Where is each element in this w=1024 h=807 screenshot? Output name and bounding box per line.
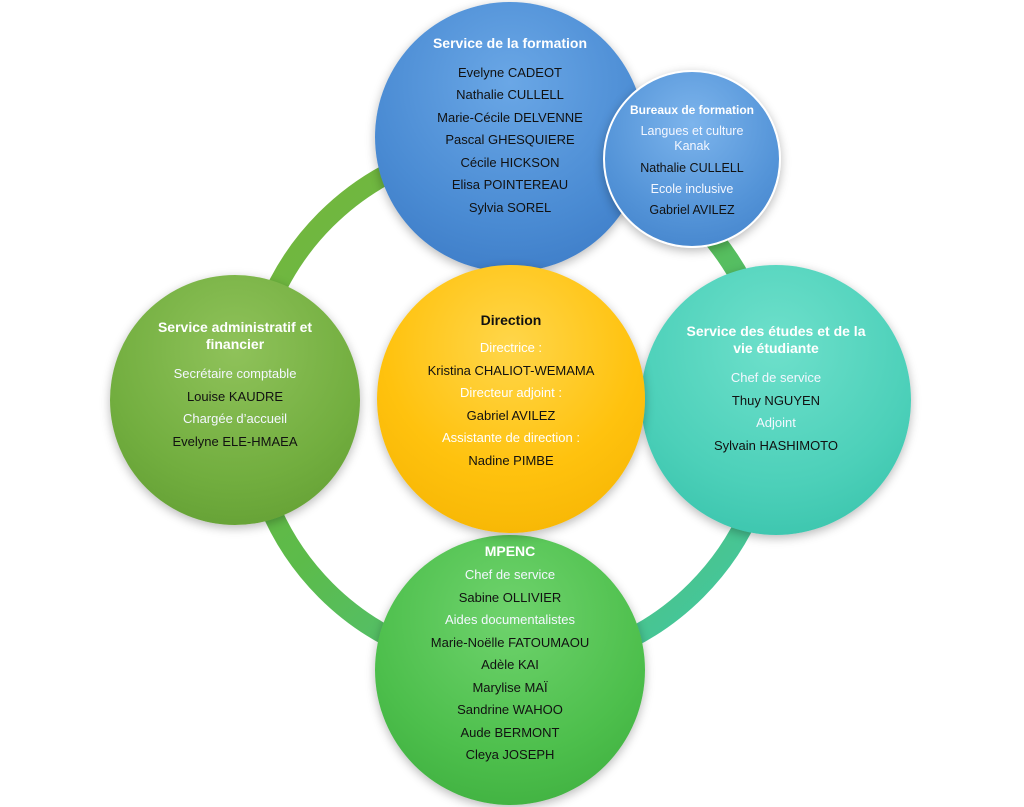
- node-service-etudes: Service des études et de la vie étudiant…: [641, 265, 911, 535]
- role-label: Aides documentalistes: [444, 612, 576, 627]
- node-service-formation: Service de la formation Evelyne CADEOT N…: [375, 2, 645, 272]
- member-name: Marie-Cécile DELVENNE: [437, 109, 583, 125]
- member-name: Thuy NGUYEN: [731, 392, 821, 408]
- member-name: Cleya JOSEPH: [465, 747, 555, 762]
- node-bureaux-formation: Bureaux de formation Langues et culture …: [603, 70, 781, 248]
- member-name: Louise KAUDRE: [186, 388, 284, 404]
- member-name: Nadine PIMBE: [468, 452, 554, 468]
- member-name: Sabine OLLIVIER: [458, 589, 562, 605]
- member-name: Kristina CHALIOT-WEMAMA: [427, 362, 595, 378]
- member-name: Nathalie CULLELL: [456, 87, 564, 103]
- role-label: Secrétaire comptable: [173, 366, 297, 381]
- role-label: Ecole inclusive: [650, 182, 734, 196]
- role-label: Langues et culture Kanak: [640, 124, 744, 153]
- member-name: Cécile HICKSON: [460, 154, 560, 170]
- node-title: Service des études et de la vie étudiant…: [686, 323, 866, 356]
- role-label: Adjoint: [756, 415, 796, 430]
- member-name: Evelyne ELE-HMAEA: [172, 433, 298, 449]
- member-name: Gabriel AVILEZ: [649, 203, 735, 217]
- role-label: Assistante de direction :: [441, 430, 580, 445]
- member-name: Sylvia SOREL: [468, 199, 552, 215]
- node-service-administratif: Service administratif et financier Secré…: [110, 275, 360, 525]
- node-title: Service de la formation: [432, 34, 588, 51]
- node-mpenc: MPENC Chef de service Sabine OLLIVIER Ai…: [375, 535, 645, 805]
- role-label: Directrice :: [479, 340, 543, 355]
- member-name: Adèle KAI: [481, 657, 539, 672]
- member-name: Sylvain HASHIMOTO: [713, 437, 838, 453]
- member-name: Elisa POINTEREAU: [451, 177, 569, 193]
- member-name: Nathalie CULLELL: [640, 161, 744, 175]
- member-name: Marie-Noëlle FATOUMAOU: [430, 634, 590, 650]
- role-label: Chargée d’accueil: [182, 411, 288, 426]
- member-name: Pascal GHESQUIERE: [445, 132, 575, 148]
- member-name: Sandrine WAHOO: [457, 702, 563, 717]
- node-title: MPENC: [484, 543, 536, 559]
- node-title: Direction: [480, 312, 542, 328]
- node-direction: Direction Directrice : Kristina CHALIOT-…: [377, 265, 645, 533]
- member-name: Gabriel AVILEZ: [466, 407, 556, 423]
- member-name: Evelyne CADEOT: [457, 64, 563, 80]
- node-title: Bureaux de formation: [629, 103, 755, 117]
- member-name: Aude BERMONT: [460, 724, 560, 740]
- role-label: Directeur adjoint :: [460, 385, 562, 400]
- member-name: Marylise MAÏ: [472, 679, 548, 695]
- role-label: Chef de service: [730, 370, 822, 385]
- node-title: Service administratif et financier: [157, 319, 313, 352]
- role-label: Chef de service: [464, 567, 556, 582]
